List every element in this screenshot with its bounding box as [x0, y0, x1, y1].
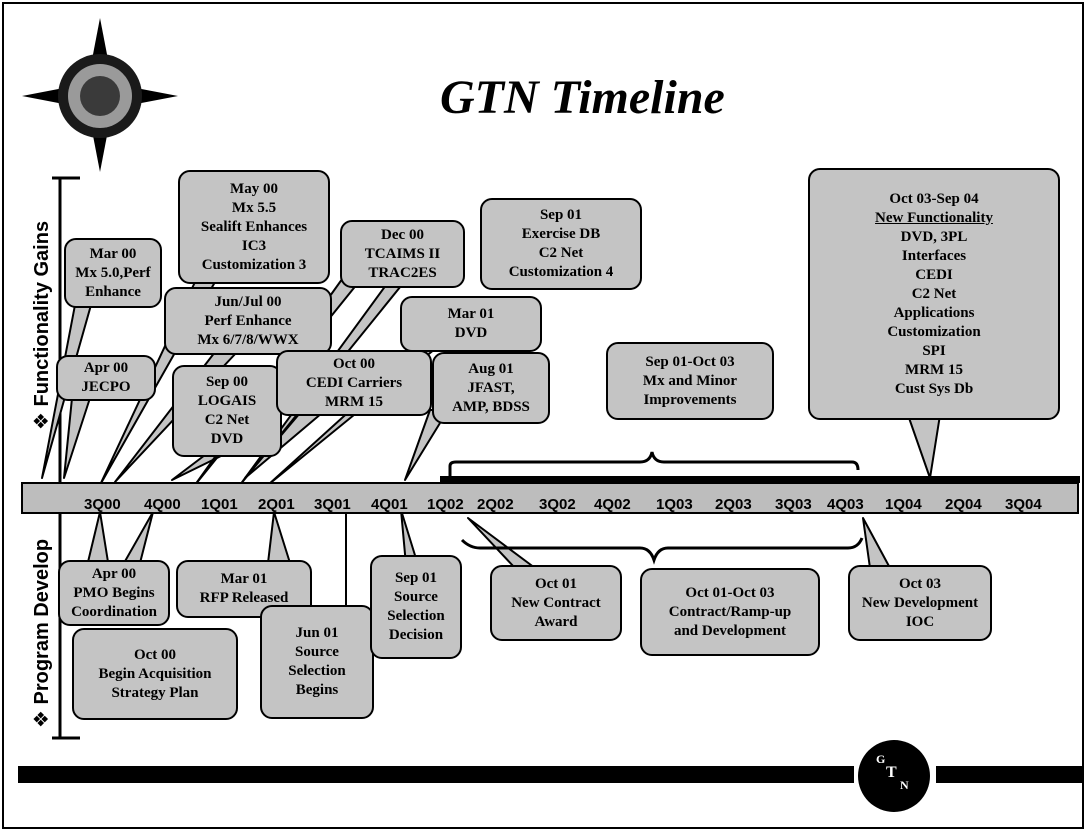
tick-1q03: 1Q03 [656, 496, 693, 513]
vertical-axis [52, 176, 80, 740]
tick-4q01: 4Q01 [371, 496, 408, 513]
tick-2q01: 2Q01 [258, 496, 295, 513]
tick-2q03: 2Q03 [715, 496, 752, 513]
tick-3q03: 3Q03 [775, 496, 812, 513]
functionality-gains-label: ❖ Functionality Gains [31, 220, 53, 430]
tick-3q00: 3Q00 [84, 496, 121, 513]
command-seal-emblem [22, 18, 178, 172]
tick-3q04: 3Q04 [1005, 496, 1042, 513]
tick-2q02: 2Q02 [477, 496, 514, 513]
tick-4q00: 4Q00 [144, 496, 181, 513]
tick-1q04: 1Q04 [885, 496, 922, 513]
tick-4q03: 4Q03 [827, 496, 864, 513]
tick-1q01: 1Q01 [201, 496, 238, 513]
tick-3q01: 3Q01 [314, 496, 351, 513]
tick-2q04: 2Q04 [945, 496, 982, 513]
program-develop-label: ❖ Program Develop [31, 538, 53, 728]
timeline-band [21, 476, 1080, 514]
slide-title: GTN Timeline [440, 71, 725, 124]
gtn-logo: G T N [858, 740, 930, 812]
range-braces [448, 451, 864, 565]
tick-1q02: 1Q02 [427, 496, 464, 513]
tick-4q02: 4Q02 [594, 496, 631, 513]
tick-3q02: 3Q02 [539, 496, 576, 513]
footer-bars [18, 766, 1084, 783]
